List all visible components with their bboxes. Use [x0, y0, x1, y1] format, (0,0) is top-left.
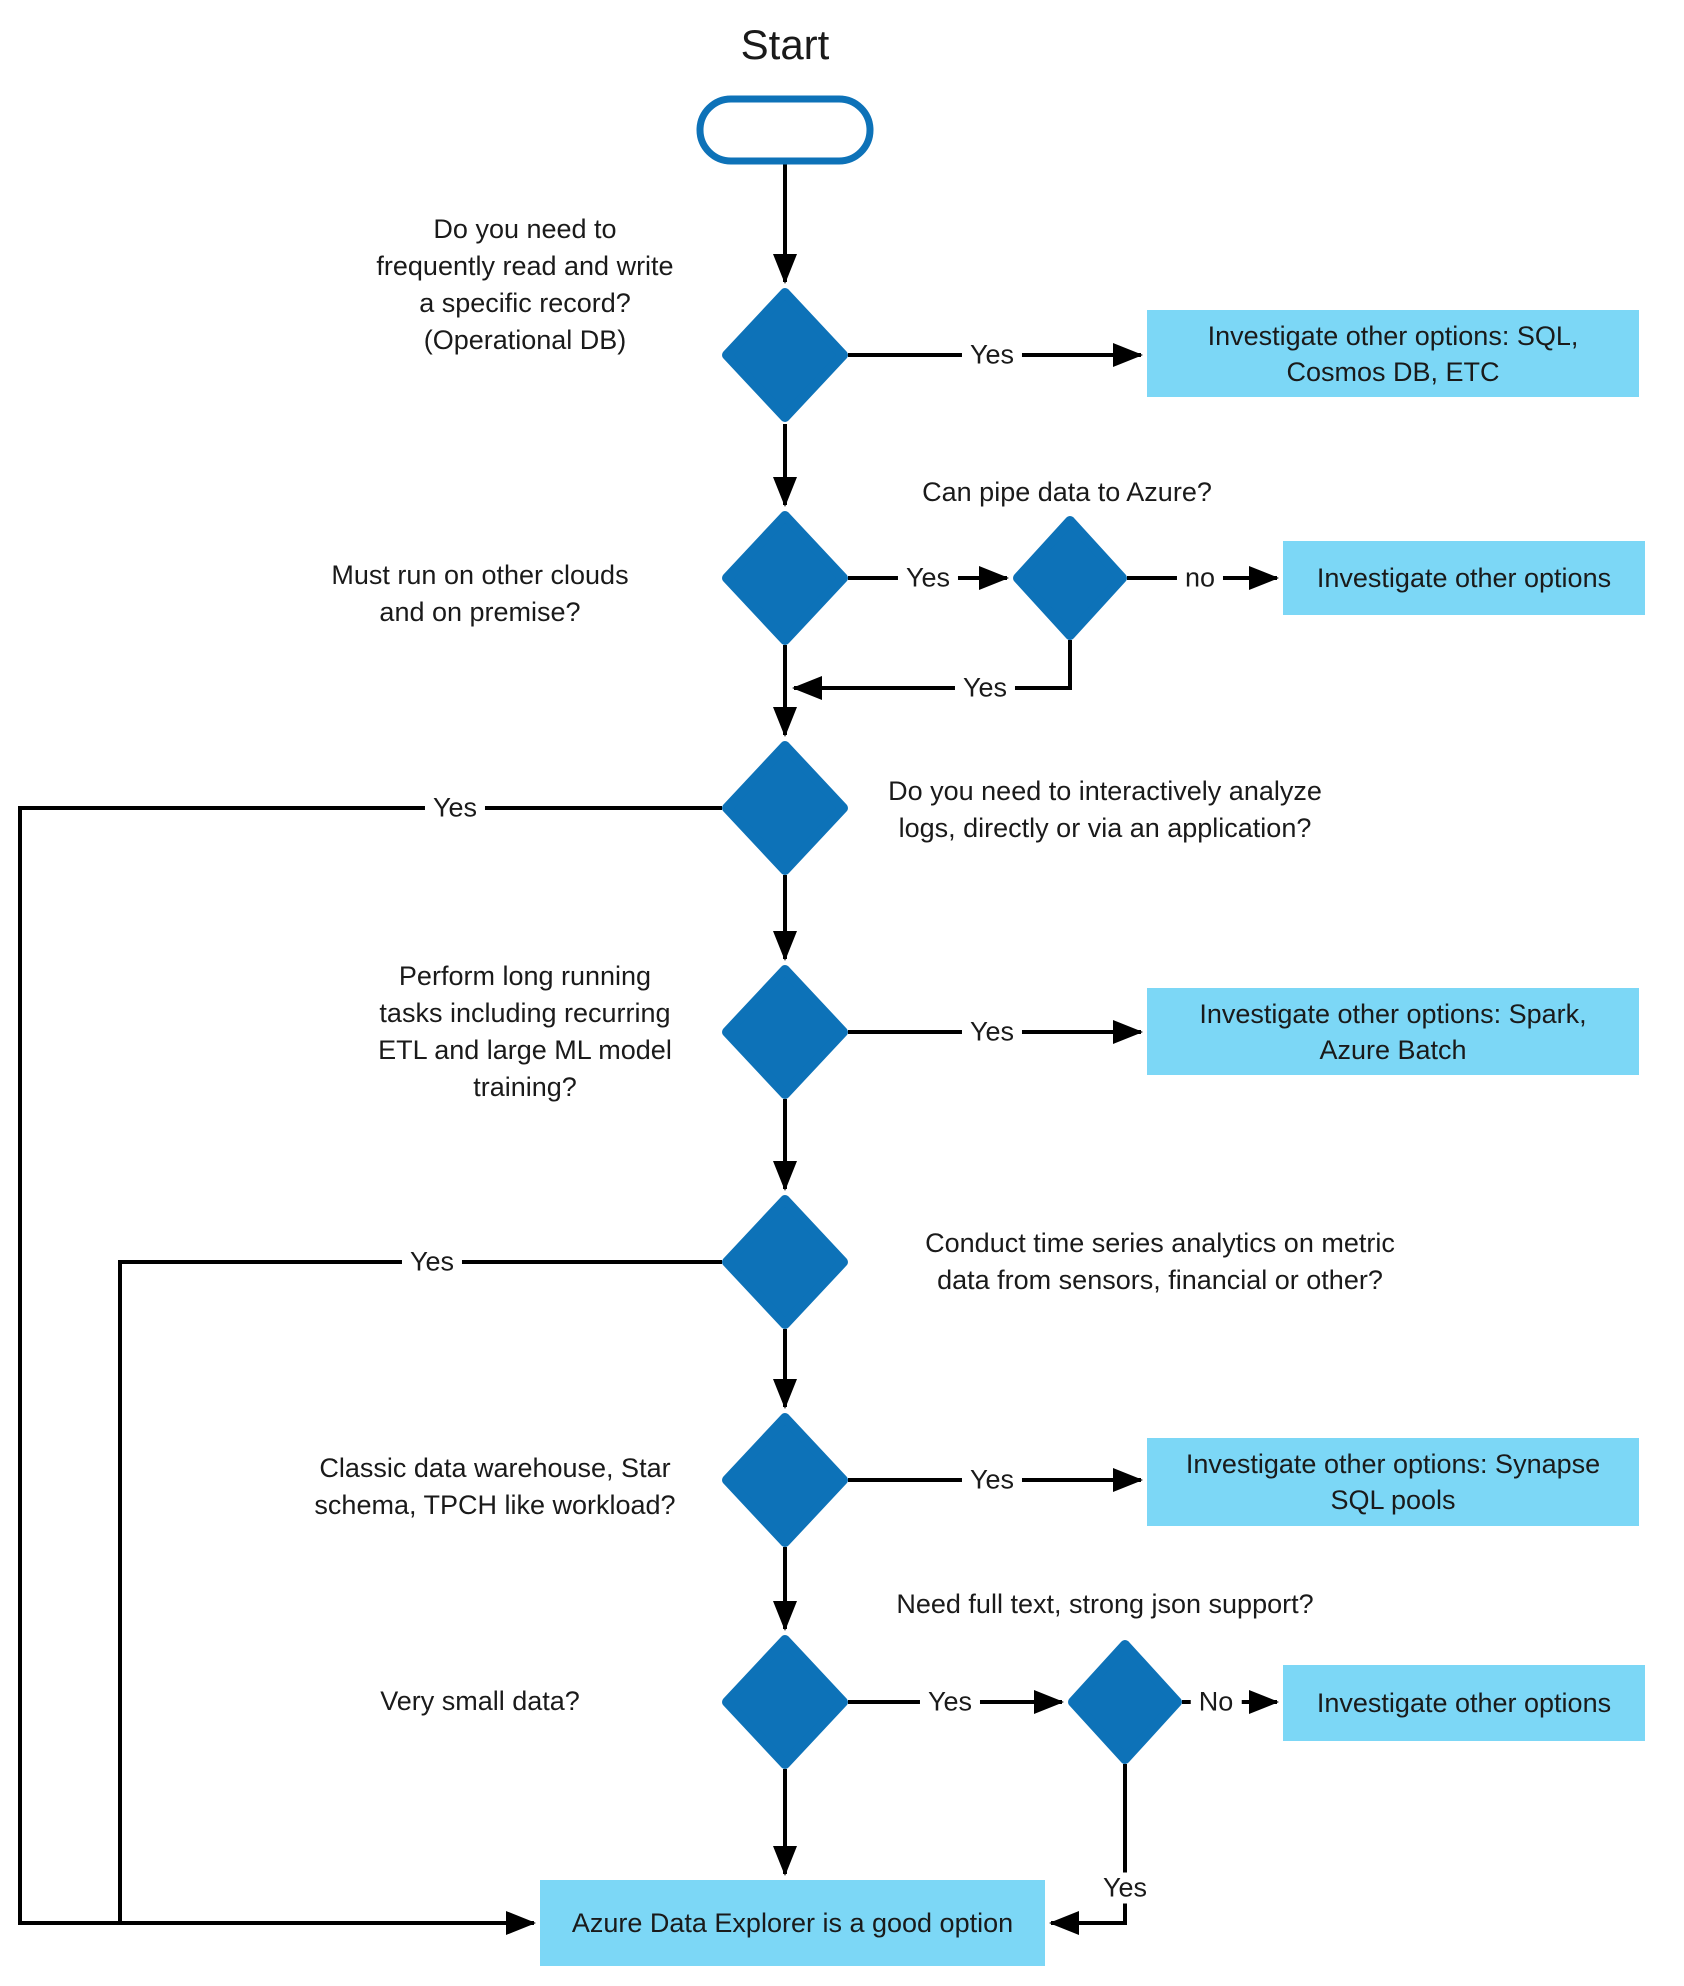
edge-d3-yes-to-adx — [18, 806, 722, 1935]
decision-data-warehouse — [722, 1413, 848, 1547]
label-d5-yes: Yes — [401, 1246, 463, 1278]
question-time-series: Conduct time series analytics on metric … — [925, 1228, 1395, 1295]
result-synapse: Investigate other options: Synapse SQL p… — [1147, 1438, 1639, 1526]
decision-pipe-to-azure — [1013, 516, 1127, 640]
decision-operational-db — [722, 288, 848, 422]
edge-d5-yes-to-adx — [118, 1260, 722, 1921]
edge-fulltext-yes-to-adx — [1049, 1764, 1127, 1935]
result-sql-cosmos: Investigate other options: SQL, Cosmos D… — [1147, 310, 1639, 397]
result-spark-batch: Investigate other options: Spark, Azure … — [1147, 988, 1639, 1075]
label-d2-yes: Yes — [897, 562, 959, 594]
label-d1-yes: Yes — [961, 339, 1023, 371]
result-adx-good-option: Azure Data Explorer is a good option — [540, 1880, 1045, 1966]
decision-small-data — [722, 1635, 848, 1769]
start-label: Start — [740, 21, 830, 68]
label-d3-yes: Yes — [424, 792, 486, 824]
decision-time-series — [722, 1195, 848, 1329]
decision-full-text-json — [1068, 1640, 1182, 1764]
label-pipe-no: no — [1176, 562, 1224, 594]
label-fulltext-no: No — [1190, 1686, 1242, 1718]
decision-long-running — [722, 965, 848, 1099]
result-other-options-2: Investigate other options — [1283, 1665, 1645, 1741]
label-fulltext-yes: Yes — [1094, 1872, 1156, 1904]
question-operational-db: Do you need to frequently read and write… — [376, 214, 674, 355]
start-terminator — [696, 95, 874, 165]
question-data-warehouse: Classic data warehouse, Star schema, TPC… — [314, 1453, 676, 1520]
label-d7-yes: Yes — [919, 1686, 981, 1718]
label-d6-yes: Yes — [961, 1464, 1023, 1496]
question-analyze-logs: Do you need to interactively analyze log… — [888, 776, 1322, 843]
decision-other-clouds — [722, 511, 848, 645]
question-full-text-json: Need full text, strong json support? — [896, 1589, 1314, 1619]
question-small-data: Very small data? — [380, 1686, 580, 1716]
label-pipe-yes: Yes — [954, 672, 1016, 704]
question-pipe-to-azure: Can pipe data to Azure? — [922, 477, 1212, 507]
label-d4-yes: Yes — [961, 1016, 1023, 1048]
result-other-options-1: Investigate other options — [1283, 541, 1645, 615]
question-other-clouds: Must run on other clouds and on premise? — [331, 560, 629, 627]
decision-analyze-logs — [722, 741, 848, 875]
question-long-running: Perform long running tasks including rec… — [378, 961, 672, 1102]
edge-pipe-yes-return — [792, 640, 1072, 700]
